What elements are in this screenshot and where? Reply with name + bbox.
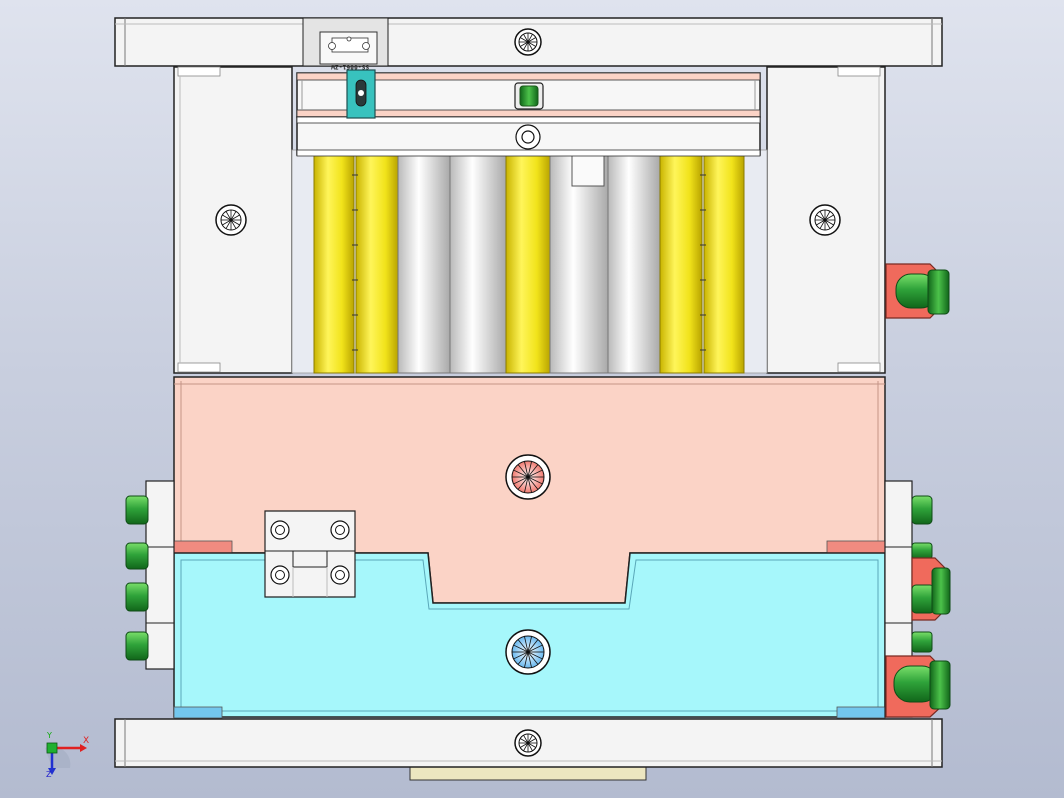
spoke-line [520, 41, 529, 47]
left-connector[interactable] [125, 495, 149, 525]
spoke-line [527, 651, 532, 668]
axis-x-label: X [83, 736, 90, 746]
left-connector[interactable] [125, 542, 149, 570]
axis-y-label: Y [47, 731, 52, 740]
spoke-line [527, 476, 539, 490]
spoke-line [527, 37, 536, 43]
spoke-line [824, 219, 831, 229]
spoke-line [527, 41, 533, 50]
spoke-line [527, 476, 543, 485]
spoke-line [222, 219, 232, 226]
spoke-line [527, 644, 543, 653]
spoke-line [520, 742, 529, 748]
core-corner-right [836, 706, 886, 719]
red-elbow-connector[interactable] [885, 263, 950, 319]
yellow-pin[interactable] [505, 151, 551, 374]
spoke-line [819, 211, 826, 221]
white-pin[interactable] [549, 151, 609, 374]
spoke-line [819, 219, 826, 229]
right-connector[interactable] [911, 631, 933, 653]
spoke-line [824, 219, 834, 226]
spoke-line [513, 469, 529, 478]
spoke-line [513, 644, 529, 653]
screw-spokes-icon [512, 461, 544, 493]
spoke-line [527, 34, 533, 43]
spoke-line [520, 37, 529, 43]
spoke-line [527, 735, 533, 744]
spoke-line [225, 211, 232, 221]
spoke-line [527, 742, 533, 751]
spoke-line [527, 464, 539, 478]
spoke-line [527, 469, 543, 478]
cavity-corner-left [173, 540, 233, 554]
spoke-line [816, 219, 826, 226]
teal-guide-block[interactable] [346, 69, 376, 119]
screw-spokes-icon [221, 210, 241, 230]
yellow-pin[interactable] [313, 151, 355, 374]
axis-z-label: Z [46, 770, 52, 779]
spoke-line [824, 214, 834, 221]
yellow-pin[interactable] [355, 151, 399, 374]
spoke-line [527, 651, 543, 660]
axis-triad-icon [45, 742, 87, 775]
left-connector[interactable] [125, 631, 149, 661]
spoke-line [527, 651, 539, 665]
spoke-line [527, 738, 536, 744]
spoke-line [230, 219, 237, 229]
screw-spokes-icon [519, 33, 537, 51]
red-elbow-connector[interactable] [885, 655, 951, 718]
spoke-line [230, 219, 240, 226]
screw-spokes-icon [519, 734, 537, 752]
spoke-line [517, 651, 529, 665]
left-water-manifold[interactable] [145, 480, 175, 670]
right-connector[interactable] [911, 542, 933, 560]
yellow-pin[interactable] [659, 151, 703, 374]
screw-spokes-icon [512, 636, 544, 668]
bottom-center-tab [409, 765, 647, 781]
spoke-line [523, 735, 529, 744]
spoke-line [524, 461, 529, 478]
spoke-line [527, 636, 532, 653]
spoke-line [527, 639, 539, 653]
spoke-line [527, 41, 536, 47]
core-corner-left [173, 706, 223, 719]
spoke-line [517, 464, 529, 478]
cavity-corner-right [826, 540, 886, 554]
spoke-line [524, 636, 529, 653]
spoke-line [513, 476, 529, 485]
right-connector[interactable] [911, 495, 933, 525]
spoke-line [523, 742, 529, 751]
yellow-pin[interactable] [703, 151, 745, 374]
spoke-line [225, 219, 232, 229]
ejector-plate-hole-icon [515, 124, 541, 150]
spoke-line [527, 461, 532, 478]
spoke-line [513, 651, 529, 660]
spoke-line [520, 738, 529, 744]
ejector-plate-bushing-icon [514, 82, 544, 110]
spoke-line [824, 211, 831, 221]
spoke-line [524, 651, 529, 668]
latch-screw-icon [270, 520, 350, 585]
plate-label: SS-0061-ZW [331, 63, 370, 70]
red-elbow-connector[interactable] [911, 557, 951, 621]
spoke-line [222, 214, 232, 221]
white-pin[interactable] [449, 151, 507, 374]
spoke-line [523, 41, 529, 50]
spoke-line [524, 476, 529, 493]
screw-spokes-icon [815, 210, 835, 230]
spoke-line [517, 476, 529, 490]
spoke-line [230, 214, 240, 221]
spoke-line [527, 476, 532, 493]
spoke-line [527, 742, 536, 748]
spoke-line [517, 639, 529, 653]
spoke-line [816, 214, 826, 221]
white-pin[interactable] [607, 151, 661, 374]
left-connector[interactable] [125, 582, 149, 612]
spoke-line [523, 34, 529, 43]
spoke-line [230, 211, 237, 221]
